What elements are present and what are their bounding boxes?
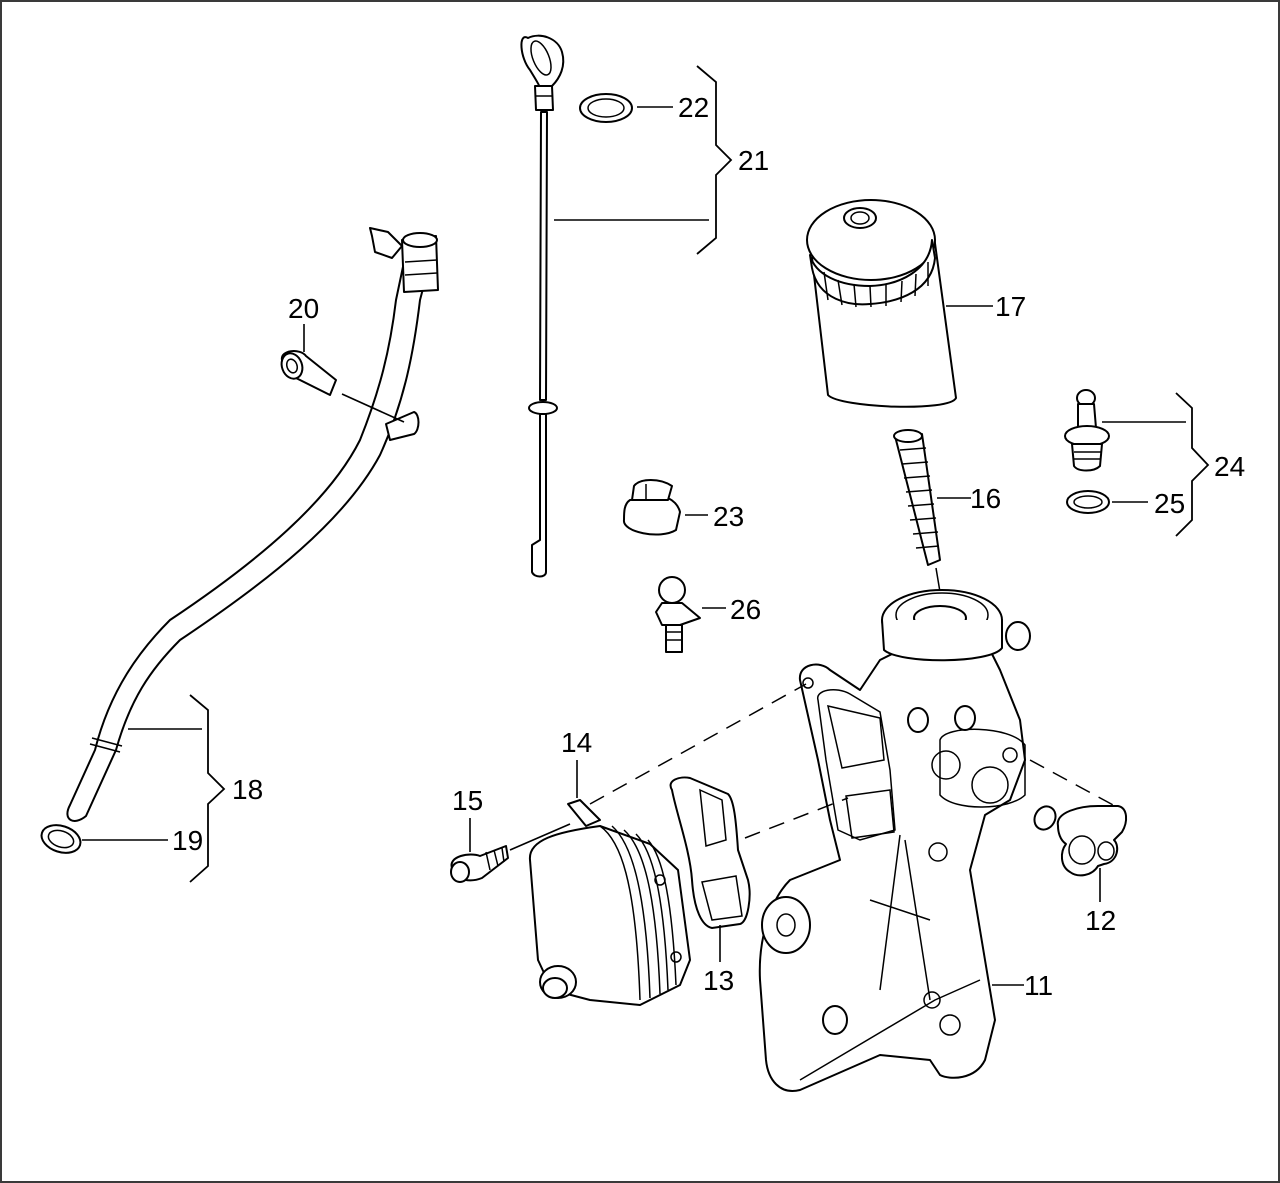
label-12: 12: [1085, 905, 1116, 936]
label-16: 16: [970, 483, 1001, 514]
seal-ring-part-22[interactable]: [579, 93, 633, 123]
label-14: 14: [561, 727, 592, 758]
plug-part-23[interactable]: [623, 479, 681, 536]
label-15: 15: [452, 785, 483, 816]
seal-ring-part-19[interactable]: [38, 820, 84, 857]
gasket-part-13[interactable]: [669, 776, 751, 929]
gasket-part-12[interactable]: [1030, 803, 1128, 877]
filter-housing-part-11[interactable]: [758, 589, 1031, 1092]
assembly-line-14: [589, 683, 807, 805]
axis-15: [509, 823, 571, 851]
leader-20-axis: [341, 393, 405, 423]
strainer-part-16[interactable]: [893, 429, 941, 566]
label-13: 13: [703, 965, 734, 996]
assembly-line-13: [744, 797, 849, 839]
sensor-part-26[interactable]: [655, 576, 701, 653]
valve-part-24[interactable]: [1064, 389, 1110, 472]
oil-cooler-part-14[interactable]: [528, 799, 691, 1006]
label-20: 20: [288, 293, 319, 324]
label-24: 24: [1214, 451, 1245, 482]
brace-21: [696, 65, 733, 255]
oil-filter-part-17[interactable]: [806, 199, 957, 408]
label-19: 19: [172, 825, 203, 856]
brace-24: [1175, 392, 1210, 537]
brace-18: [189, 694, 226, 883]
bolt-part-20[interactable]: [278, 350, 337, 396]
seal-ring-part-25[interactable]: [1066, 490, 1110, 514]
label-21: 21: [738, 145, 769, 176]
label-22: 22: [678, 92, 709, 123]
assembly-line-12: [1029, 759, 1116, 807]
guide-tube-part-18[interactable]: [66, 227, 439, 822]
dipstick-part-21[interactable]: [520, 34, 565, 578]
label-11: 11: [1024, 970, 1053, 1001]
label-25: 25: [1154, 488, 1185, 519]
bolt-part-15[interactable]: [450, 845, 509, 883]
label-26: 26: [730, 594, 761, 625]
label-17: 17: [995, 291, 1026, 322]
label-18: 18: [232, 774, 263, 805]
label-23: 23: [713, 501, 744, 532]
